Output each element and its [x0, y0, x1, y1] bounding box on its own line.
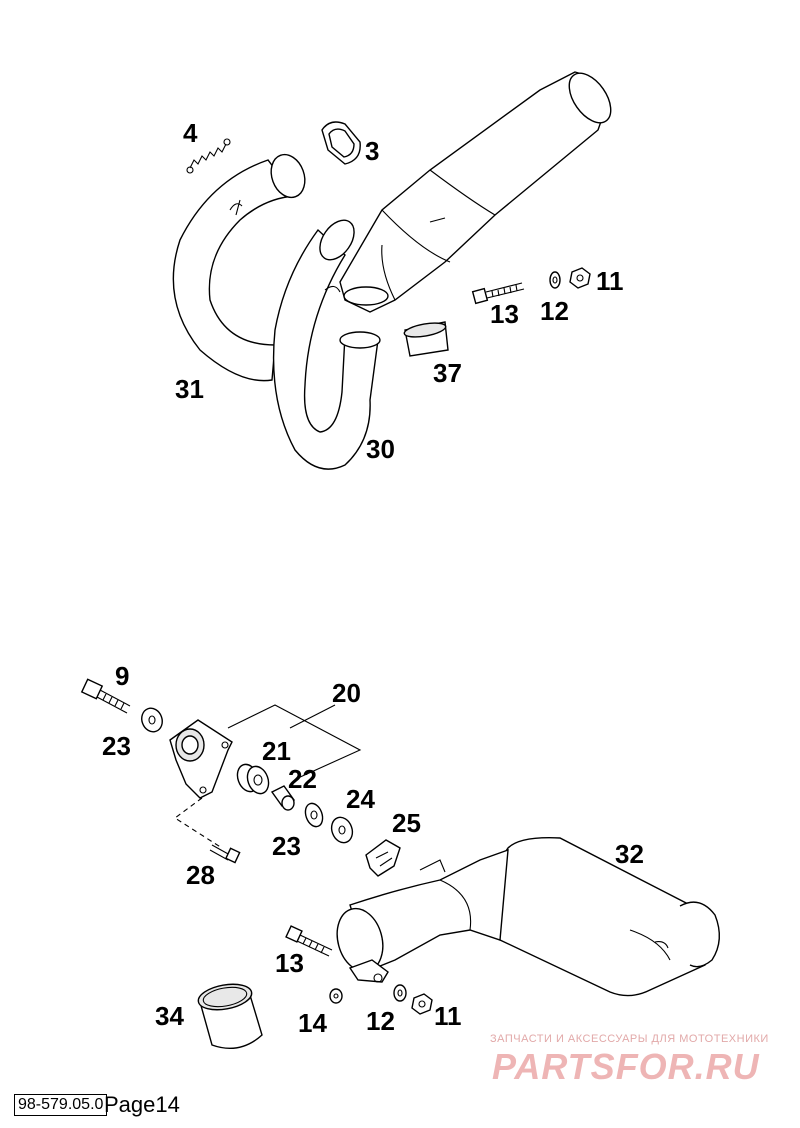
callout-4: 4 — [183, 118, 198, 148]
part-32-inlet-pipe — [336, 848, 509, 973]
part-14-washer — [329, 988, 343, 1004]
callout-lines-20 — [227, 704, 362, 779]
document-number: 98-579.05.0 — [14, 1094, 108, 1116]
watermark-brand: PARTSFOR.RU — [492, 1046, 760, 1087]
callout-13-top: 13 — [490, 299, 519, 329]
callout-13-lower: 13 — [275, 948, 304, 978]
part-25-clip — [365, 839, 401, 877]
callout-12-top: 12 — [540, 296, 569, 326]
callout-25: 25 — [392, 808, 421, 838]
part-3-gasket — [321, 121, 361, 165]
part-24-washer — [330, 816, 354, 844]
part-31-header-pipe — [172, 153, 306, 382]
part-13-bolt-lower — [285, 925, 333, 957]
part-12-washer-top — [549, 271, 561, 289]
callout-21: 21 — [262, 736, 291, 766]
part-11-nut-top — [569, 267, 591, 289]
callout-34: 34 — [155, 1001, 184, 1031]
part-21-grommet — [236, 763, 270, 795]
callout-30: 30 — [366, 434, 395, 464]
callout-24: 24 — [346, 784, 375, 814]
inlet-clamp — [348, 959, 389, 983]
part-23-washer-upper — [141, 707, 163, 733]
part-34-sleeve — [197, 983, 263, 1049]
callout-12-lower: 12 — [366, 1006, 395, 1036]
callout-11-top: 11 — [596, 266, 624, 296]
part-12-washer-lower — [393, 984, 407, 1002]
callout-23-upper: 23 — [102, 731, 131, 761]
watermark-subtitle: ЗАПЧАСТИ И АКСЕССУАРЫ ДЛЯ МОТОТЕХНИКИ — [490, 1033, 769, 1045]
part-22-bushing — [270, 785, 296, 811]
part-32-silencer — [478, 837, 720, 997]
callout-28: 28 — [186, 860, 215, 890]
part-28-screw — [209, 844, 241, 864]
callout-31: 31 — [175, 374, 204, 404]
part-13-bolt-top — [471, 282, 525, 305]
callout-9: 9 — [115, 661, 129, 691]
part-11-nut-lower — [411, 993, 433, 1015]
callout-14: 14 — [298, 1008, 327, 1038]
part-37-sleeve — [403, 321, 449, 357]
part-4-spring — [186, 138, 231, 174]
callout-11-lower: 11 — [434, 1001, 462, 1031]
part-9-bolt — [80, 678, 131, 714]
callout-22: 22 — [288, 764, 317, 794]
callout-37: 37 — [433, 358, 462, 388]
callout-32: 32 — [615, 839, 644, 869]
dashed-guide-28 — [174, 797, 223, 849]
callout-20: 20 — [332, 678, 361, 708]
part-23-washer-lower — [304, 802, 324, 828]
part-20-bracket — [169, 719, 233, 799]
page-label: Page14 — [104, 1092, 180, 1117]
part-30-header-pipe — [272, 219, 381, 470]
header-pipe-upper — [339, 71, 612, 313]
callout-3: 3 — [365, 136, 379, 166]
callout-23-lower: 23 — [272, 831, 301, 861]
